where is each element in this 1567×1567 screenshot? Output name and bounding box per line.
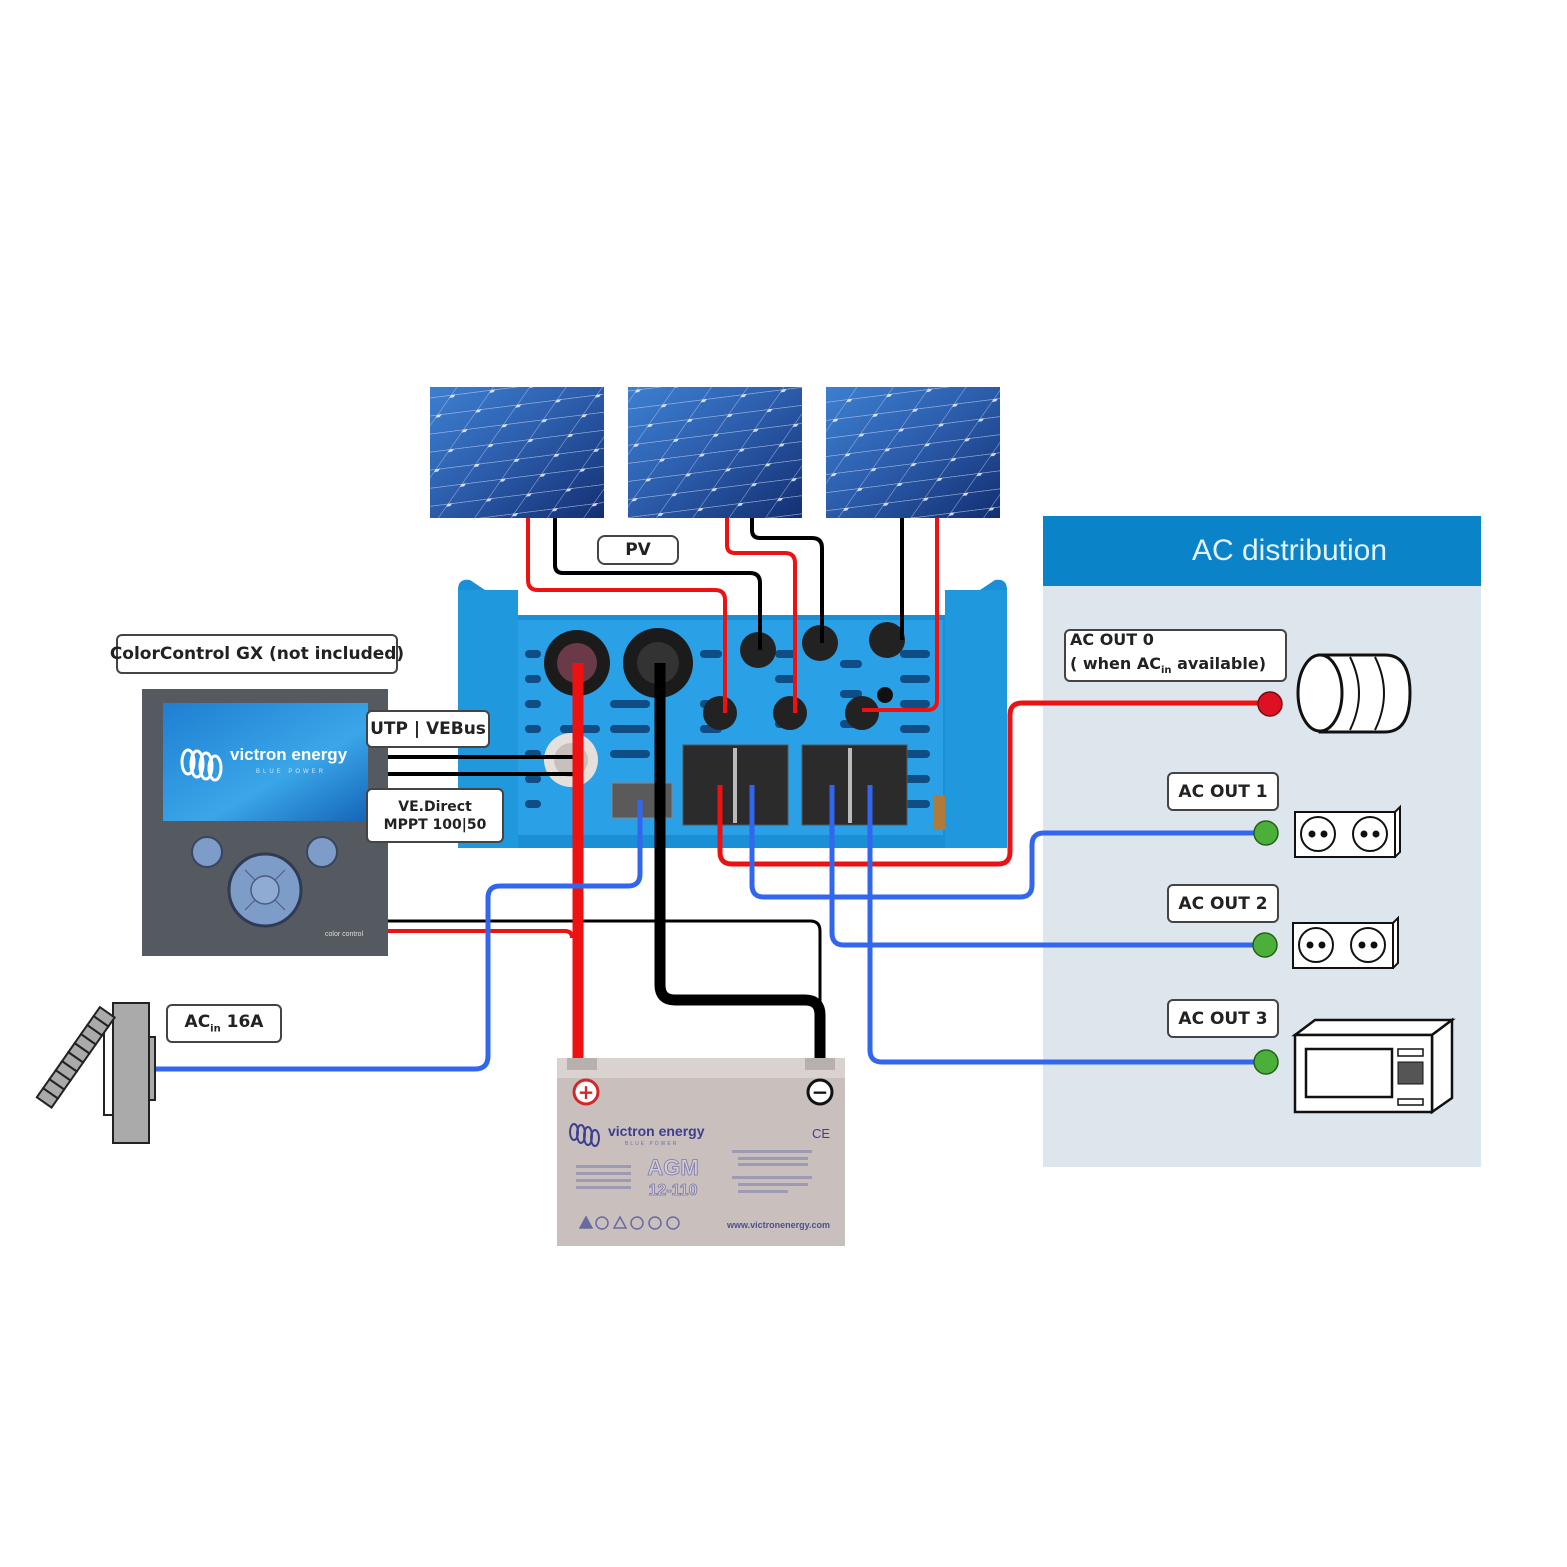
ac-out2-terminal: [1252, 932, 1278, 958]
battery-negative-terminal: [806, 1078, 834, 1106]
color-control-gx: victron energy BLUE POWER color control: [142, 689, 388, 956]
battery-warning-icons: [578, 1215, 680, 1230]
microwave-icon: [1291, 1017, 1456, 1115]
solar-panel-2: [628, 387, 802, 518]
ac-out2-label: AC OUT 2: [1167, 884, 1279, 923]
ac-out0-label-line2: ( when ACin available): [1070, 653, 1267, 677]
ac-distribution-header-bg: [1043, 516, 1481, 586]
ac-out1-label: AC OUT 1: [1167, 772, 1279, 811]
socket-2-icon: [1292, 915, 1399, 969]
battery-type: AGM: [647, 1155, 698, 1180]
ac-out3-label-text: AC OUT 3: [1178, 1008, 1268, 1029]
ac-out0-terminal: [1257, 691, 1283, 717]
colorcontrol-label-text: ColorControl GX (not included): [109, 644, 405, 664]
utp-vebus-label-text: UTP | VEBus: [370, 719, 486, 739]
battery-minus: −: [812, 1080, 829, 1104]
battery: + − victron energy BLUE POWER AGM 12-110…: [557, 1058, 845, 1246]
gx-tagline: BLUE POWER: [256, 769, 326, 775]
battery-plus: +: [578, 1080, 595, 1104]
data-cables: [388, 755, 822, 1060]
battery-website: www.victronenergy.com: [726, 1220, 830, 1230]
solar-panel-1: [430, 387, 604, 518]
ac-out0-label: AC OUT 0 ( when ACin available): [1064, 629, 1287, 682]
battery-tagline: BLUE POWER: [625, 1141, 678, 1147]
ac-wires: [150, 700, 1270, 1072]
ac-distribution-title: AC distribution: [1043, 516, 1481, 586]
ac-out2-label-text: AC OUT 2: [1178, 893, 1268, 914]
boiler-icon: [1296, 653, 1412, 734]
shore-inlet-icon: [35, 1002, 156, 1144]
battery-cables: [388, 663, 826, 1072]
acin-label: ACin 16A: [166, 1004, 282, 1043]
acin-label-text: ACin 16A: [184, 1012, 264, 1035]
ac-out1-terminal: [1253, 820, 1279, 846]
battery-brand: victron energy: [608, 1123, 705, 1139]
battery-positive-terminal: [572, 1078, 600, 1106]
colorcontrol-label: ColorControl GX (not included): [110, 634, 404, 674]
vedirect-label: VE.Direct MPPT 100|50: [366, 788, 504, 843]
vedirect-label-line1: VE.Direct: [398, 798, 472, 815]
victron-logo-icon: [180, 748, 223, 782]
battery-model: 12-110: [649, 1182, 698, 1199]
gx-model-mark: color control: [325, 931, 364, 938]
battery-victron-logo-icon: [569, 1123, 600, 1147]
battery-cert: CE: [812, 1126, 830, 1141]
inverter: [458, 579, 1007, 848]
pv-label: PV: [597, 535, 679, 565]
ac-out0-label-line1: AC OUT 0: [1070, 629, 1154, 649]
solar-panel-3: [826, 387, 1000, 518]
pv-wires: [526, 518, 939, 713]
ac-out3-terminal: [1253, 1049, 1279, 1075]
pv-label-text: PV: [625, 540, 651, 560]
gx-brand: victron energy: [230, 745, 348, 764]
vedirect-label-line2: MPPT 100|50: [383, 816, 487, 833]
socket-1-icon: [1294, 804, 1401, 858]
utp-vebus-label: UTP | VEBus: [366, 710, 490, 748]
ac-out1-label-text: AC OUT 1: [1178, 781, 1268, 802]
ac-out3-label: AC OUT 3: [1167, 999, 1279, 1038]
ac-distribution-title-text: AC distribution: [1191, 534, 1388, 567]
